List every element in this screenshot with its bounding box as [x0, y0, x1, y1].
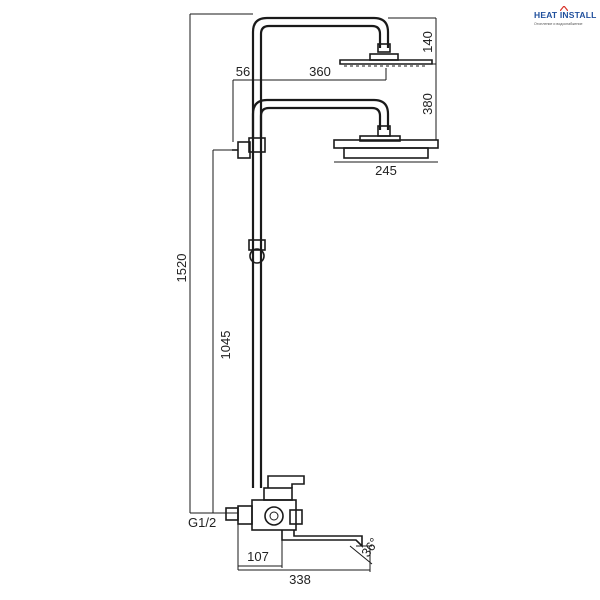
upper-shower-arm: [251, 16, 391, 138]
dim-arm-reach: 360: [309, 64, 331, 79]
riser-connector: [232, 137, 266, 159]
dim-overall-height: 1520: [174, 254, 189, 283]
slide-holder: [248, 239, 266, 264]
lower-shower-arm: [251, 98, 391, 150]
dim-top-head-offset: 140: [420, 31, 435, 53]
mixer-body: [225, 475, 305, 531]
heat-install-logo: HEAT INSTALL Отопление и водоснабжение: [534, 6, 597, 36]
dim-holder-offset: 56: [236, 64, 250, 79]
dim-head-diameter: 245: [375, 163, 397, 178]
dimension-lines: [189, 13, 438, 572]
dim-connection-thread: G1/2: [188, 515, 216, 530]
house-roof-icon: [560, 6, 568, 11]
riser-pipe: [251, 150, 263, 488]
lower-shower-head: [333, 135, 439, 159]
top-shower-head: [339, 53, 433, 67]
dim-lower-head-gap: 380: [420, 93, 435, 115]
logo-brand-name: HEAT INSTALL: [534, 10, 597, 20]
bath-spout: [281, 530, 373, 565]
dim-outlet-height: 1045: [218, 331, 233, 360]
logo-tagline: Отопление и водоснабжение: [534, 22, 583, 26]
hose-guide: [212, 149, 232, 513]
dim-spout-reach: 338: [289, 572, 311, 587]
dim-spout-offset: 107: [247, 549, 269, 564]
